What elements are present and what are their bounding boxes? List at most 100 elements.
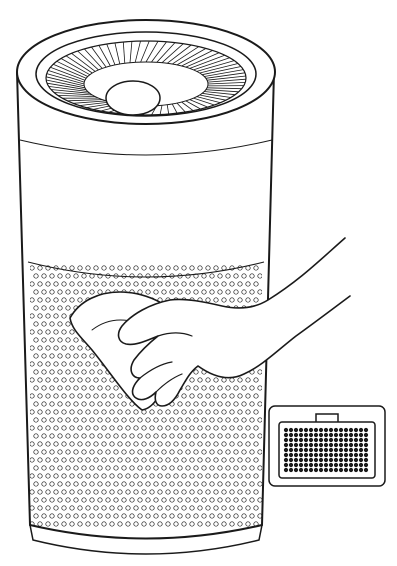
filter-mesh-dot — [339, 468, 342, 471]
filter-mesh-dot — [324, 438, 327, 441]
grille-hole — [218, 466, 222, 470]
filter-mesh-dot — [314, 438, 317, 441]
grille-hole — [218, 290, 222, 294]
filter-mesh-dot — [359, 443, 362, 446]
filter-mesh-dot — [289, 453, 292, 456]
grille-hole — [166, 410, 170, 414]
grille-hole — [226, 466, 230, 470]
grille-hole — [230, 442, 234, 446]
grille-hole — [166, 490, 170, 494]
grille-hole — [82, 370, 86, 374]
grille-hole — [114, 466, 118, 470]
grille-hole — [58, 450, 62, 454]
grille-hole — [94, 266, 98, 270]
grille-hole — [62, 378, 66, 382]
grille-hole — [194, 418, 198, 422]
grille-hole — [258, 418, 262, 422]
filter-mesh-dot — [349, 433, 352, 436]
grille-hole — [38, 522, 42, 526]
grille-hole — [102, 282, 106, 286]
grille-hole — [102, 266, 106, 270]
grille-hole — [94, 474, 98, 478]
grille-hole — [30, 426, 34, 430]
filter-mesh-dot — [324, 443, 327, 446]
grille-hole — [30, 474, 34, 478]
filter-mesh-dot — [289, 468, 292, 471]
grille-hole — [214, 298, 218, 302]
grille-hole — [70, 426, 74, 430]
grille-hole — [198, 522, 202, 526]
grille-hole — [50, 290, 54, 294]
grille-hole — [30, 394, 34, 398]
grille-hole — [90, 290, 94, 294]
grille-hole — [166, 442, 170, 446]
grille-hole — [198, 394, 202, 398]
grille-hole — [78, 426, 82, 430]
grille-hole — [42, 434, 46, 438]
grille-hole — [162, 514, 166, 518]
grille-hole — [250, 498, 254, 502]
grille-hole — [190, 266, 194, 270]
grille-hole — [102, 426, 106, 430]
filter-mesh-dot — [314, 453, 317, 456]
grille-hole — [138, 498, 142, 502]
filter-mesh-dot — [314, 433, 317, 436]
grille-hole — [50, 354, 54, 358]
grille-hole — [246, 410, 250, 414]
grille-hole — [206, 378, 210, 382]
grille-hole — [58, 290, 62, 294]
grille-hole — [242, 514, 246, 518]
grille-hole — [126, 282, 130, 286]
grille-hole — [206, 266, 210, 270]
grille-hole — [218, 386, 222, 390]
grille-hole — [54, 458, 58, 462]
grille-hole — [146, 290, 150, 294]
grille-hole — [238, 394, 242, 398]
grille-hole — [158, 474, 162, 478]
grille-hole — [94, 394, 98, 398]
filter-mesh-dot — [359, 463, 362, 466]
grille-hole — [158, 458, 162, 462]
grille-hole — [166, 506, 170, 510]
grille-hole — [218, 434, 222, 438]
filter-mesh-dot — [294, 443, 297, 446]
grille-hole — [162, 498, 166, 502]
grille-hole — [114, 514, 118, 518]
grille-hole — [66, 306, 70, 310]
grille-hole — [170, 450, 174, 454]
grille-hole — [222, 458, 226, 462]
grille-hole — [110, 394, 114, 398]
filter-mesh-dot — [339, 458, 342, 461]
grille-hole — [70, 330, 74, 334]
grille-hole — [194, 498, 198, 502]
grille-hole — [190, 410, 194, 414]
grille-hole — [250, 274, 254, 278]
filter-mesh-dot — [284, 458, 287, 461]
grille-hole — [158, 410, 162, 414]
grille-hole — [42, 338, 46, 342]
grille-hole — [34, 482, 38, 486]
grille-hole — [138, 434, 142, 438]
filter-mesh-dot — [319, 428, 322, 431]
grille-hole — [254, 426, 258, 430]
grille-hole — [46, 330, 50, 334]
grille-hole — [202, 402, 206, 406]
grille-hole — [210, 402, 214, 406]
grille-hole — [234, 434, 238, 438]
grille-hole — [90, 418, 94, 422]
filter-mesh-dot — [354, 443, 357, 446]
filter-mesh-dot — [284, 463, 287, 466]
filter-mesh-dot — [349, 438, 352, 441]
filter-mesh-dot — [319, 433, 322, 436]
grille-hole — [210, 466, 214, 470]
grille-hole — [110, 458, 114, 462]
grille-hole — [234, 418, 238, 422]
filter-mesh-dot — [324, 468, 327, 471]
filter-mesh-dot — [299, 468, 302, 471]
grille-hole — [250, 402, 254, 406]
filter-mesh-dot — [294, 433, 297, 436]
grille-hole — [82, 418, 86, 422]
grille-hole — [238, 378, 242, 382]
grille-hole — [194, 370, 198, 374]
grille-hole — [118, 426, 122, 430]
